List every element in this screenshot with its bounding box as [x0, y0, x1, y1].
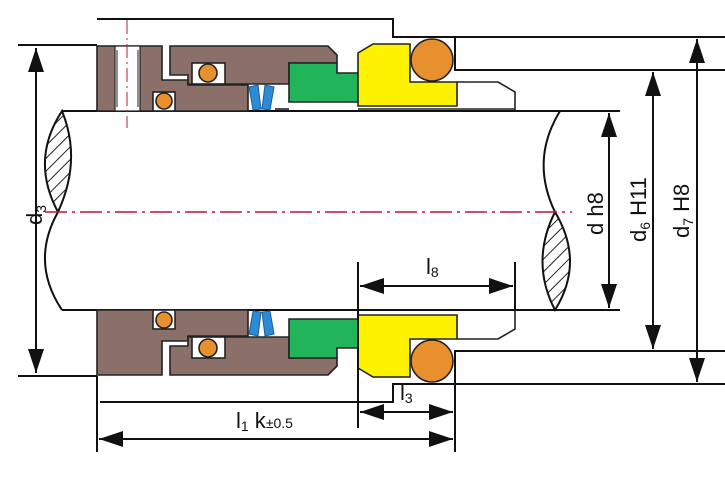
label-d-h8: d h8	[583, 192, 608, 235]
label-l3: l3	[400, 380, 413, 406]
set-collar	[96, 309, 249, 376]
shaft-break-left-hatched	[43, 108, 73, 215]
label-l8: l8	[426, 254, 439, 280]
label-l1: l1 k±0.5	[236, 408, 293, 434]
o-ring-small	[198, 63, 218, 83]
spring	[261, 84, 275, 111]
rotating-face	[288, 62, 359, 103]
o-ring-small	[198, 338, 218, 358]
rotating-face	[288, 318, 359, 359]
stationary-seat	[357, 43, 458, 107]
seal-half-top	[96, 38, 516, 112]
stationary-seat	[357, 314, 458, 378]
seal-half-bottom	[96, 309, 516, 383]
dimension-lines	[18, 39, 705, 452]
shaft-break-right-hatched	[541, 209, 571, 313]
o-ring-large	[410, 38, 454, 82]
spring	[248, 84, 262, 111]
o-ring-large	[410, 339, 454, 383]
spring	[261, 310, 275, 337]
o-ring-small	[155, 92, 173, 110]
shaft	[43, 108, 571, 313]
spring	[248, 310, 262, 337]
label-d7-h8: d7 H8	[669, 184, 696, 238]
o-ring-small	[155, 311, 173, 329]
label-d6-h11: d6 H11	[626, 177, 653, 242]
label-d3: d3	[22, 205, 49, 225]
